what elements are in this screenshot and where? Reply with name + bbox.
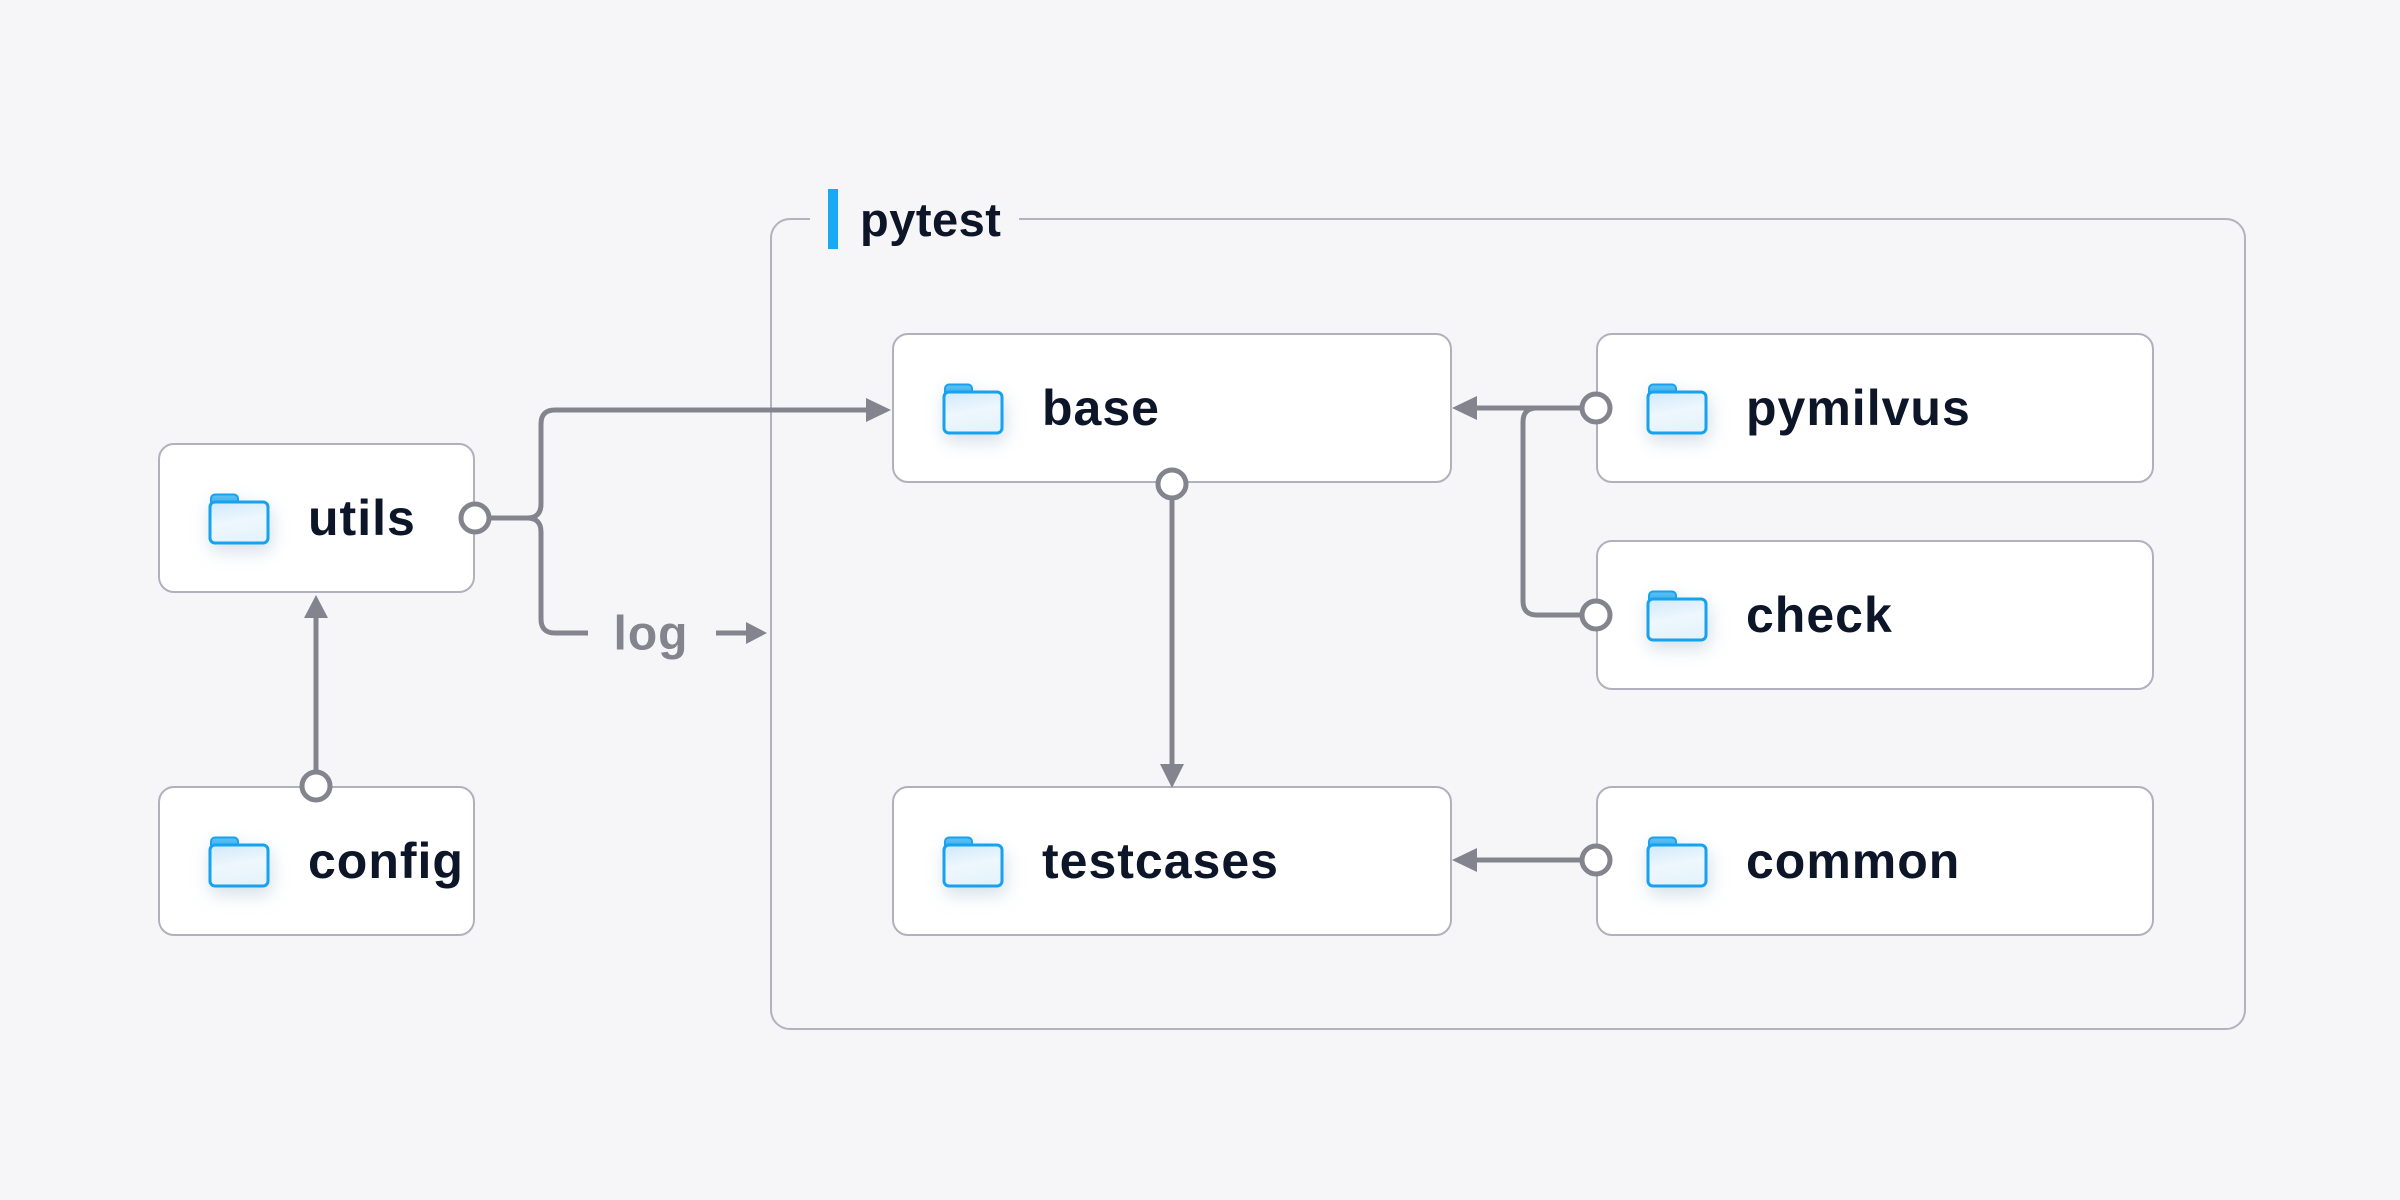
- node-label: utils: [308, 490, 416, 546]
- node-label: pymilvus: [1746, 380, 1971, 436]
- edge-label-log: log: [613, 607, 689, 661]
- node-pymilvus: pymilvus: [1596, 333, 2154, 483]
- pytest-group-title: pytest: [860, 192, 1002, 246]
- folder-icon: [942, 383, 1004, 435]
- edge-utils-log: [526, 515, 588, 636]
- node-label: common: [1746, 833, 1961, 889]
- node-label: config: [308, 833, 464, 889]
- folder-icon: [1646, 590, 1708, 642]
- node-label: testcases: [1042, 833, 1279, 889]
- folder-icon: [942, 836, 1004, 888]
- folder-icon: [1646, 836, 1708, 888]
- node-base: base: [892, 333, 1452, 483]
- folder-icon: [208, 836, 270, 888]
- node-common: common: [1596, 786, 2154, 936]
- node-testcases: testcases: [892, 786, 1452, 936]
- node-check: check: [1596, 540, 2154, 690]
- accent-bar: [828, 189, 838, 249]
- arrowhead-up: [304, 595, 328, 618]
- folder-icon: [1646, 383, 1708, 435]
- arrowhead-right-small: [746, 622, 767, 644]
- folder-icon: [208, 493, 270, 545]
- node-label: base: [1042, 380, 1160, 436]
- node-config: config: [158, 786, 475, 936]
- pytest-group: pytest: [770, 187, 2246, 1030]
- pytest-group-label: pytest: [810, 187, 1020, 251]
- node-label: check: [1746, 587, 1893, 643]
- node-utils: utils: [158, 443, 475, 593]
